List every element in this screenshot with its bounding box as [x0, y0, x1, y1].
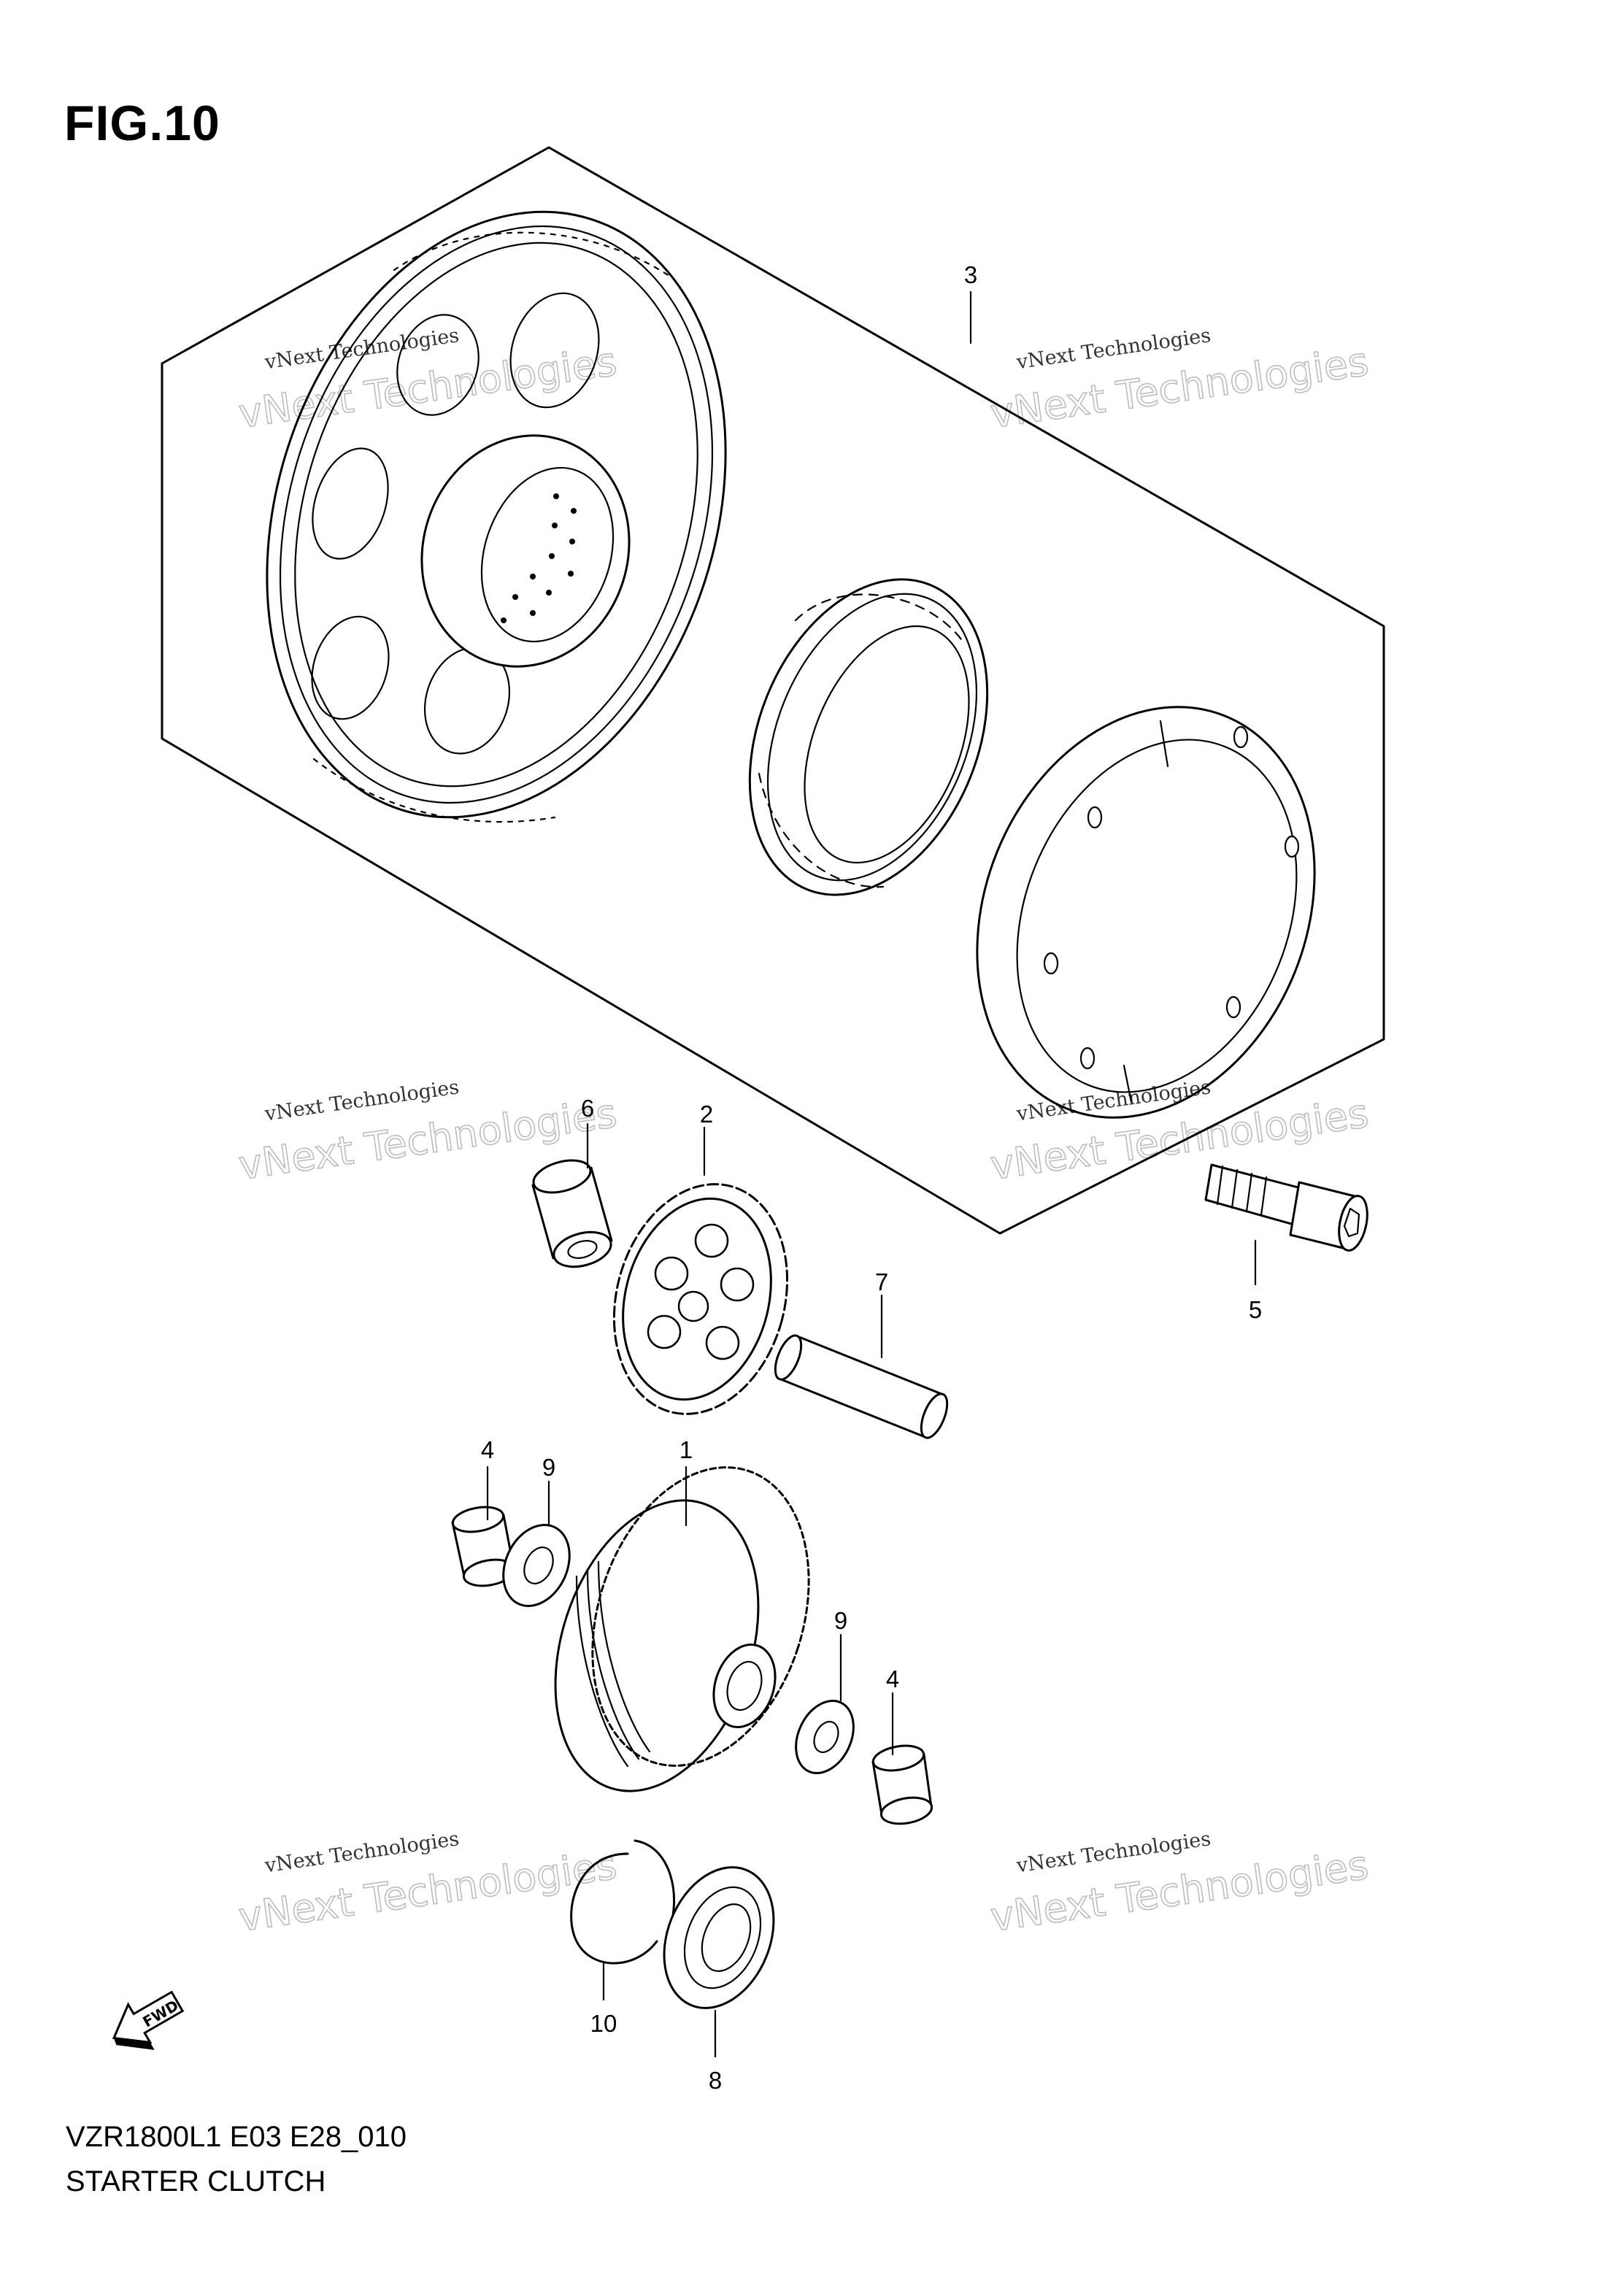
callout-4-left: 4 — [481, 1436, 494, 1463]
watermark-1: vNext Technologies vNext Technologies — [235, 324, 620, 437]
bushing-6 — [531, 1159, 613, 1268]
washer-9-left — [502, 1524, 571, 1607]
watermark-6: vNext Technologies vNext Technologies — [987, 1827, 1371, 1941]
callout-1: 1 — [679, 1436, 693, 1463]
callout-labels: 3 2 6 7 5 1 4 9 9 4 10 8 — [481, 261, 1262, 2094]
starter-driven-gear — [266, 210, 727, 823]
callout-2: 2 — [700, 1101, 713, 1128]
figure-title: FIG.10 — [64, 96, 220, 151]
callout-10: 10 — [590, 2010, 617, 2037]
callout-3: 3 — [964, 261, 977, 288]
watermark-2: vNext Technologies vNext Technologies — [987, 324, 1371, 437]
callout-9-left: 9 — [542, 1454, 555, 1481]
clutch-retainer-ring — [976, 706, 1316, 1119]
fwd-arrow-icon: FWD — [112, 1990, 185, 2050]
bolt-5 — [1204, 1163, 1368, 1252]
callout-4-right: 4 — [886, 1665, 899, 1692]
callout-5: 5 — [1249, 1296, 1262, 1323]
callout-7: 7 — [875, 1268, 888, 1295]
model-code: VZR1800L1 E03 E28_010 — [66, 2121, 407, 2153]
watermark-5: vNext Technologies vNext Technologies — [235, 1827, 620, 1941]
bearing-8 — [663, 1866, 775, 2009]
one-way-clutch — [748, 578, 989, 896]
bushing-4-left — [451, 1506, 516, 1587]
figure-name: STARTER CLUTCH — [66, 2165, 326, 2197]
idle-gear-2 — [612, 1183, 789, 1415]
callout-8: 8 — [709, 2067, 722, 2094]
callout-leaders — [486, 290, 1257, 2058]
washer-9-right — [795, 1699, 855, 1775]
callout-9-right: 9 — [834, 1607, 847, 1634]
callout-6: 6 — [581, 1095, 594, 1122]
starter-gear-1 — [554, 1466, 810, 1792]
shaft-7 — [774, 1334, 949, 1439]
assembly-box — [161, 146, 1385, 1235]
bushing-4-right — [871, 1744, 933, 1825]
